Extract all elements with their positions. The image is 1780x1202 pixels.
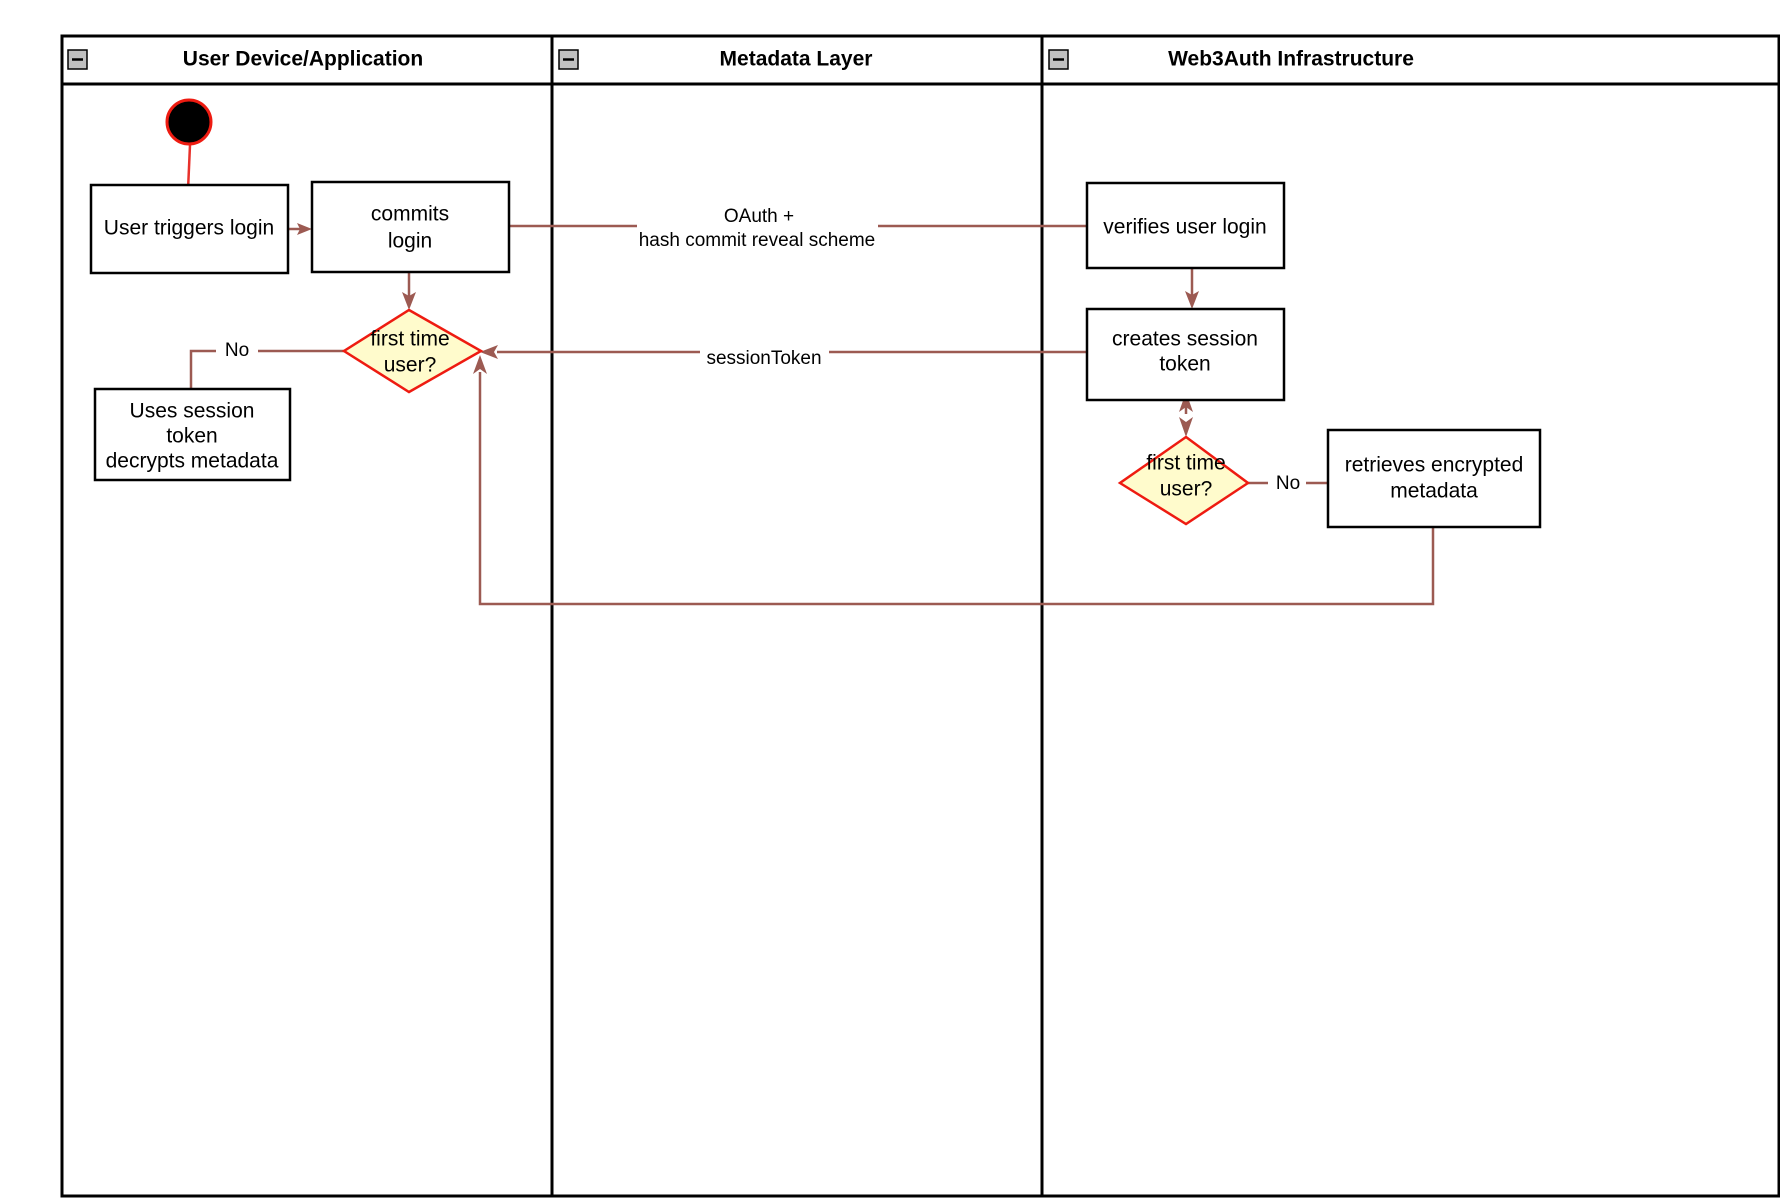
edge-decision-client-no-to-uses-session-token bbox=[189, 349, 344, 389]
activity-label-retrieves-line2: metadata bbox=[1390, 480, 1478, 503]
activity-label-commits-login-line2: login bbox=[388, 230, 432, 253]
edge-retrieves-loopback-to-decision-client bbox=[473, 355, 1435, 606]
swimlane-header-metadata[interactable]: Metadata Layer bbox=[558, 48, 873, 71]
swimlane-header-user-device[interactable]: User Device/Application bbox=[67, 48, 423, 71]
swimlane-header-web3auth[interactable]: Web3Auth Infrastructure bbox=[1048, 48, 1414, 71]
activity-box-retrieves-encrypted-metadata[interactable] bbox=[1326, 428, 1542, 529]
activity-box-creates-session-token[interactable] bbox=[1085, 307, 1286, 402]
swimlane-title-metadata: Metadata Layer bbox=[720, 48, 873, 71]
node-retrieves-encrypted-metadata[interactable]: retrieves encrypted metadata bbox=[1326, 428, 1542, 529]
node-decision-first-time-user-server[interactable]: first time user? bbox=[1117, 435, 1251, 526]
activity-box-uses-session-token[interactable] bbox=[93, 387, 292, 482]
edge-creates-session-token-to-decision-server bbox=[1179, 392, 1193, 437]
node-decision-first-time-user-client[interactable]: first time user? bbox=[341, 308, 484, 394]
activity-label-creates-session-line2: token bbox=[1159, 353, 1210, 376]
edge-label-oauth-line1: OAuth + bbox=[724, 206, 794, 227]
activity-label-verifies-user-login: verifies user login bbox=[1103, 216, 1266, 239]
activity-box-verifies-user-login[interactable] bbox=[1085, 181, 1286, 270]
node-uses-session-token[interactable]: Uses session token decrypts metadata bbox=[93, 387, 292, 482]
activity-box-user-triggers-login[interactable] bbox=[89, 183, 290, 275]
node-verifies-user-login[interactable]: verifies user login bbox=[1085, 181, 1286, 270]
decision-diamond-client[interactable] bbox=[341, 308, 484, 394]
edge-label-oauth-line2: hash commit reveal scheme bbox=[639, 230, 876, 251]
activity-label-user-triggers-login: User triggers login bbox=[104, 217, 274, 240]
node-user-triggers-login[interactable]: User triggers login bbox=[89, 183, 290, 275]
node-start[interactable] bbox=[165, 98, 213, 146]
edge-commits-login-to-decision-client bbox=[402, 270, 416, 310]
activity-label-creates-session-line1: creates session bbox=[1112, 328, 1258, 351]
activity-label-retrieves-line1: retrieves encrypted bbox=[1345, 454, 1524, 477]
activity-label-uses-session-line2: token bbox=[166, 425, 217, 448]
activity-box-commits-login[interactable] bbox=[310, 180, 511, 274]
edge-creates-session-token-to-decision-client bbox=[480, 345, 1086, 359]
swimlane-title-user-device: User Device/Application bbox=[183, 48, 423, 71]
edge-start-to-user-triggers-login bbox=[186, 144, 192, 191]
start-node-icon[interactable] bbox=[165, 98, 213, 146]
decision-diamond-server[interactable] bbox=[1117, 435, 1251, 526]
edge-label-no-client: No bbox=[225, 340, 249, 361]
swimlane-title-web3auth: Web3Auth Infrastructure bbox=[1168, 48, 1414, 71]
node-commits-login[interactable]: commits login bbox=[310, 180, 511, 274]
edge-verifies-to-creates-session-token bbox=[1185, 268, 1199, 309]
decision-label-server-line2: user? bbox=[1160, 478, 1213, 501]
edge-label-oauth: OAuth + hash commit reveal scheme bbox=[639, 206, 876, 251]
edge-label-session-token: sessionToken bbox=[706, 348, 821, 369]
edge-user-triggers-login-to-commits-login bbox=[288, 223, 312, 235]
decision-label-server-line1: first time bbox=[1146, 452, 1225, 475]
node-creates-session-token[interactable]: creates session token bbox=[1085, 307, 1286, 402]
edge-label-no-server: No bbox=[1276, 473, 1300, 494]
activity-label-uses-session-line3: decrypts metadata bbox=[106, 450, 279, 473]
decision-label-client-line1: first time bbox=[370, 328, 449, 351]
activity-label-uses-session-line1: Uses session bbox=[130, 400, 255, 423]
activity-label-commits-login-line1: commits bbox=[371, 203, 449, 226]
decision-label-client-line2: user? bbox=[384, 354, 437, 377]
